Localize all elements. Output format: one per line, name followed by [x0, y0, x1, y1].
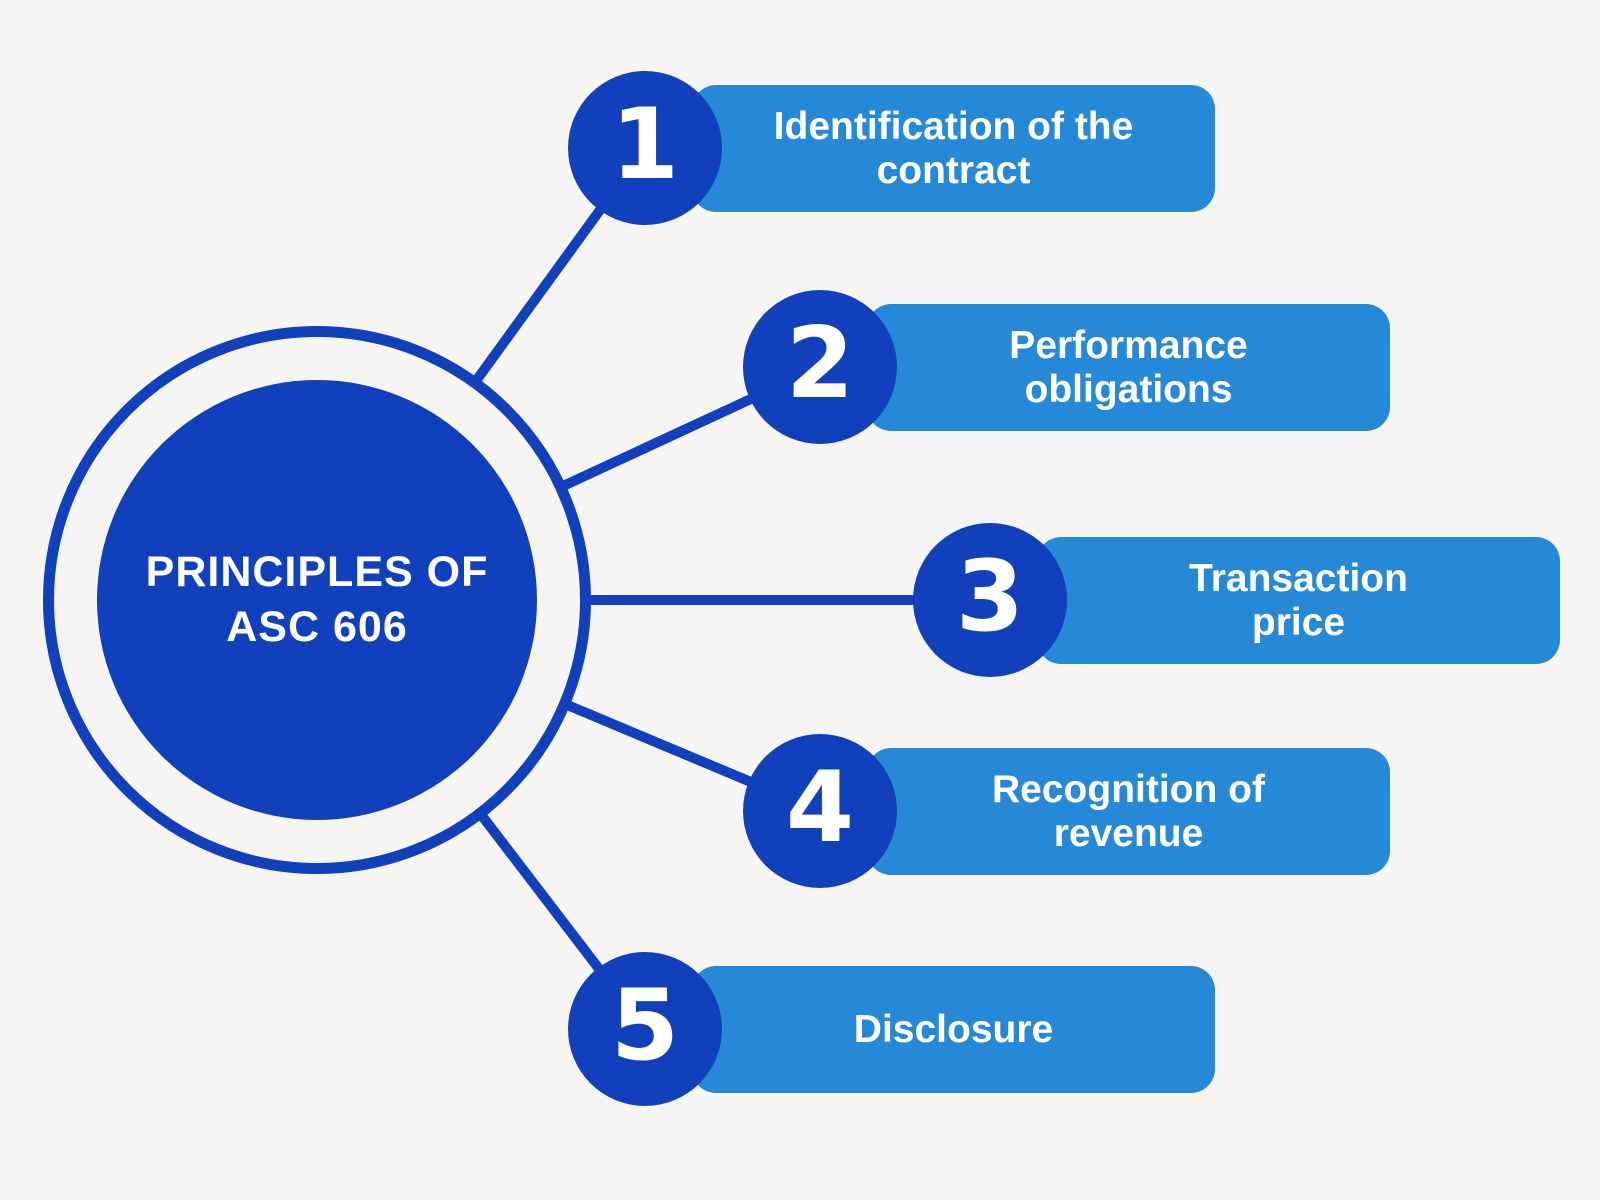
step-4-circle: 4 — [743, 734, 897, 888]
step-1-label: Identification of the contract — [773, 104, 1134, 192]
step-2-label: Performance obligations — [1009, 323, 1248, 411]
step-5-number: 5 — [610, 969, 680, 1083]
step-5-card: Disclosure — [692, 966, 1215, 1093]
step-3-number: 3 — [955, 540, 1025, 654]
step-1-card: Identification of the contract — [692, 85, 1215, 212]
step-3-circle: 3 — [913, 523, 1067, 677]
step-5-label: Disclosure — [853, 1007, 1054, 1051]
hub-title: PRINCIPLES OF ASC 606 — [145, 547, 489, 651]
step-1-number: 1 — [610, 88, 680, 202]
step-2-card: Performance obligations — [867, 304, 1390, 431]
step-5-circle: 5 — [568, 952, 722, 1106]
step-4-number: 4 — [785, 751, 855, 865]
step-1-circle: 1 — [568, 71, 722, 225]
step-3-card: Transaction price — [1037, 537, 1560, 664]
step-4-label: Recognition of revenue — [992, 767, 1265, 855]
hub-circle: PRINCIPLES OF ASC 606 — [97, 380, 537, 820]
step-2-circle: 2 — [743, 290, 897, 444]
step-3-label: Transaction price — [1189, 556, 1408, 644]
step-2-number: 2 — [785, 307, 855, 421]
step-4-card: Recognition of revenue — [867, 748, 1390, 875]
